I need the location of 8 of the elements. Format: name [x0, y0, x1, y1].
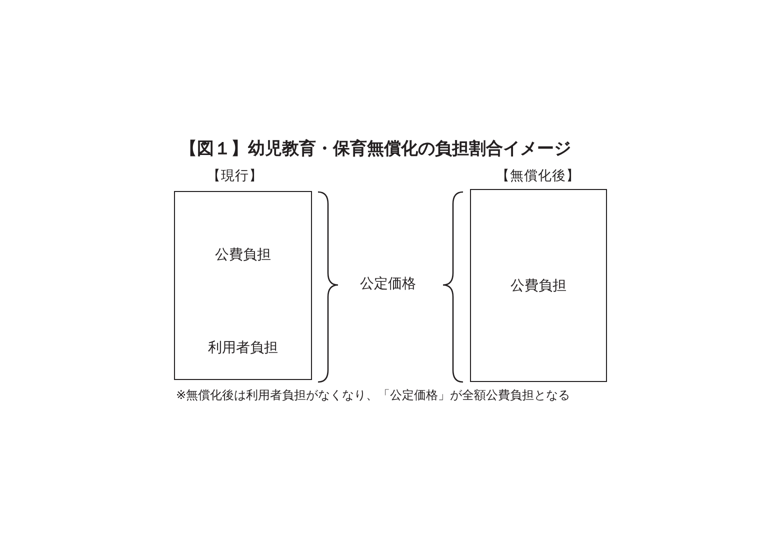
- footnote: ※無償化後は利用者負担がなくなり、「公定価格」が全額公費負担となる: [176, 388, 570, 403]
- diagram-title: 【図１】幼児教育・保育無償化の負担割合イメージ: [180, 139, 571, 160]
- column-heading: 【現行】: [207, 168, 263, 184]
- bar-label: 公費負担: [510, 276, 566, 294]
- bar-segment: 公費負担: [174, 191, 312, 318]
- bar-segment: 利用者負担: [174, 317, 312, 380]
- column-heading: 【無償化後】: [496, 168, 580, 184]
- brace-label: 公定価格: [360, 276, 416, 293]
